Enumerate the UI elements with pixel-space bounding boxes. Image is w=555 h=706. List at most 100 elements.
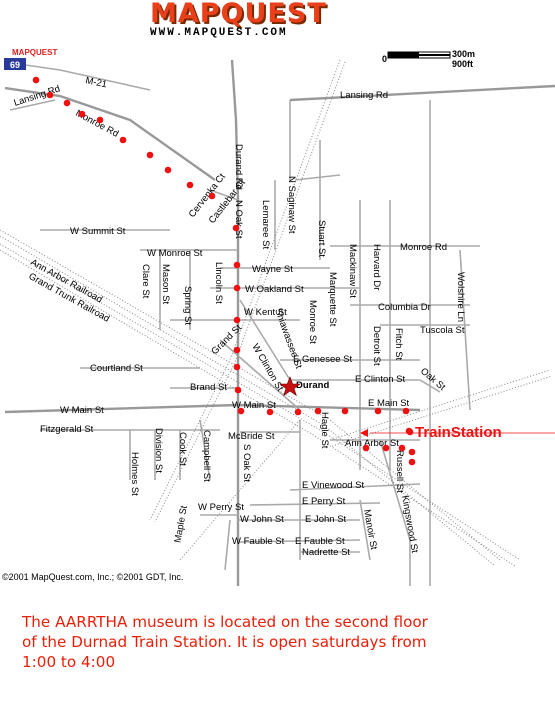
street-e-clinton-st-label: E Clinton St — [355, 374, 406, 385]
destination-star-icon[interactable] — [279, 376, 301, 397]
route-dot — [294, 408, 302, 416]
road-network — [4, 59, 555, 586]
street-lincoln-st-label: Lincoln St — [213, 262, 224, 304]
street-holmes-st-label: Holmes St — [129, 452, 140, 496]
route-dot — [237, 407, 245, 415]
street-ann-arbor-st-label: Ann Arbor St — [345, 438, 399, 449]
route-dot — [63, 99, 71, 107]
street-e-perry-st-label: E Perry St — [302, 496, 346, 507]
street-e-fauble-st-label: E Fauble St — [295, 536, 345, 547]
museum-note: The AARRTHA museum is located on the sec… — [22, 613, 428, 671]
street-wolshire-ln-label: Wolshire Ln — [455, 272, 466, 322]
map[interactable]: M-21 Lansing Rd Monroe Rd Lansing Rd Cer… — [0, 46, 555, 586]
mapquest-url[interactable]: WWW.MAPQUEST.COM — [150, 27, 288, 39]
street-cook-st-label: Cook St — [177, 432, 188, 466]
street-fitch-st-label: Fitch St — [393, 328, 404, 361]
street-harvard-dr-label: Harvard Dr — [371, 244, 382, 290]
route-dot — [266, 408, 274, 416]
route-dot — [341, 407, 349, 415]
street-marquette-st-label: Marquette St — [327, 272, 338, 327]
street-brand-st-label: Brand St — [190, 382, 227, 393]
route-dot — [96, 116, 104, 124]
street-monroe-rd-label: Monroe Rd — [400, 242, 447, 253]
street-russell-st-label: Russell St — [394, 450, 405, 493]
street-fitzgerald-st-label: Fitzgerald St — [40, 424, 94, 435]
street-columbia-dr-label: Columbia Dr — [378, 302, 431, 313]
route-dot — [208, 192, 216, 200]
route-dot — [402, 407, 410, 415]
street-w-fauble-st-label: W Fauble St — [232, 536, 285, 547]
street-w-oakland-st-label: W Oakland St — [245, 284, 304, 295]
svg-text:MAPQUEST: MAPQUEST — [12, 48, 57, 57]
header: MAPQUEST WWW.MAPQUEST.COM — [0, 0, 555, 46]
route-dot — [119, 136, 127, 144]
street-w-john-st-label: W John St — [240, 514, 284, 525]
copyright-text: ©2001 MapQuest.com, Inc.; ©2001 GDT, Inc… — [2, 572, 184, 582]
street-lansing-rd-e-label: Lansing Rd — [340, 90, 388, 101]
route-dot — [362, 444, 370, 452]
route-dot — [314, 407, 322, 415]
route-dot — [46, 91, 54, 99]
street-detroit-st-label: Detroit St — [371, 326, 382, 366]
street-s-oak-st-label: S Oak St — [241, 444, 252, 482]
street-mason-st-label: Mason St — [160, 264, 171, 304]
street-n-oak-st-label: N Oak St — [233, 200, 244, 239]
street-hagle-st-label: Hagle St — [319, 412, 330, 449]
street-durand-rd-label: Durand Rd — [233, 144, 244, 190]
highway-69-shield-icon: 69 — [10, 60, 20, 70]
mapquest-logo[interactable]: MAPQUEST — [150, 0, 327, 29]
street-lemaree-st-label: Lemaree St — [260, 200, 271, 249]
railroads — [0, 59, 553, 567]
street-w-summit-st-label: W Summit St — [70, 226, 126, 237]
street-e-genesee-st-label: E Genesee St — [293, 354, 353, 365]
train-station-dot — [405, 427, 413, 435]
route-dot — [232, 224, 240, 232]
street-tuscola-st-label: Tuscola St — [420, 325, 465, 336]
street-campbell-st-label: Campbell St — [201, 430, 212, 482]
route-dot — [233, 261, 241, 269]
street-spring-st-label: Spring St — [182, 286, 193, 325]
route-dot — [408, 448, 416, 456]
street-e-john-st-label: E John St — [305, 514, 347, 525]
street-e-main-st-label: E Main St — [368, 398, 410, 409]
street-clare-st-label: Clare St — [140, 264, 151, 299]
street-w-monroe-st-label: W Monroe St — [147, 248, 203, 259]
street-nadrette-st-label: Nadrette St — [302, 547, 350, 558]
street-monroe-st-label: Monroe St — [307, 300, 318, 344]
route-dot — [186, 181, 194, 189]
train-station-arrow-icon — [360, 429, 368, 437]
route-dot — [234, 386, 242, 394]
route-dot — [233, 346, 241, 354]
map-background — [0, 46, 555, 586]
street-division-st-label: Division St — [153, 428, 164, 473]
route-dot — [233, 284, 241, 292]
route-dot — [408, 458, 416, 466]
mapquest-badge: MAPQUEST 69 — [0, 46, 80, 70]
route-dot — [374, 407, 382, 415]
route-dot — [164, 166, 172, 174]
train-station-label: TrainStation — [415, 424, 502, 441]
street-wayne-st-label: Wayne St — [252, 264, 293, 275]
street-courtland-st-label: Courtland St — [90, 363, 143, 374]
street-w-main-st-w-label: W Main St — [60, 405, 104, 416]
scale-metric-label: 300m — [452, 49, 475, 59]
route-dot — [32, 76, 40, 84]
scale-zero-label: 0 — [382, 54, 387, 64]
route-dot — [398, 444, 406, 452]
street-w-kent-st-label: W Kent St — [244, 307, 287, 318]
route-dot — [233, 316, 241, 324]
route-dot — [382, 444, 390, 452]
street-mackinaw-st-label: Mackinaw St — [347, 244, 358, 298]
scale-imperial-label: 900ft — [452, 59, 473, 69]
street-e-vinewood-st-label: E Vinewood St — [302, 480, 365, 491]
street-stuart-st-label: Stuart St — [316, 220, 327, 257]
route-dot — [78, 110, 86, 118]
street-w-main-st-label: W Main St — [232, 400, 276, 411]
street-w-perry-st-label: W Perry St — [198, 502, 244, 513]
route-dot — [146, 151, 154, 159]
scale-bar: 0 300m 900ft — [382, 49, 475, 69]
street-mcbride-st-label: McBride St — [228, 431, 275, 442]
street-m21-label: M-21 — [84, 75, 107, 90]
route-dot — [233, 363, 241, 371]
city-durand-label: Durand — [296, 380, 329, 391]
